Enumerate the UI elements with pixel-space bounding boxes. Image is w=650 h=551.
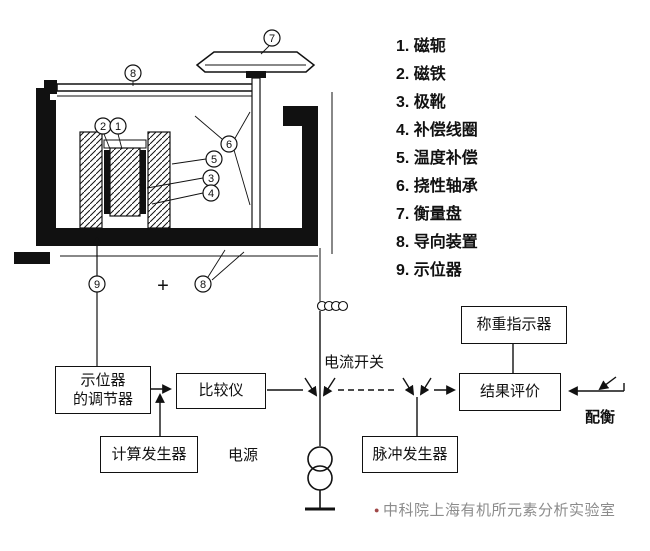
magnet-assembly: [79, 131, 171, 229]
coil-strip-left: [104, 150, 110, 214]
regulator-box: 示位器 的调节器: [55, 366, 151, 414]
right-bracket: [283, 106, 318, 228]
callout-1-number: 1: [115, 121, 121, 133]
callout-5-number: 5: [211, 154, 217, 166]
magnet-core: [109, 147, 141, 217]
result-evaluation-box: 结果评价: [459, 373, 561, 411]
callout-2: 2: [94, 117, 112, 135]
watermark-dot: ●: [374, 505, 380, 515]
switch2-left-contact: [402, 377, 415, 396]
plus-mark: +: [157, 275, 169, 297]
comparator-box: 比较仪: [176, 373, 266, 409]
pan-rod: [251, 77, 261, 231]
transformer-symbol: [305, 446, 335, 511]
guide-rod-top: [56, 83, 258, 92]
callout-7-number: 7: [269, 33, 275, 45]
legend-item-8: 8. 导向装置: [396, 234, 478, 251]
transformer-coil-bottom: [307, 465, 333, 491]
callouts-group: 7 8 2 1 6 5 3: [88, 29, 281, 293]
callout-8-top: 8: [124, 64, 142, 82]
coil-strip-right: [140, 150, 146, 214]
callout-4-number: 4: [208, 188, 214, 200]
callout-4: 4: [202, 184, 220, 202]
watermark: ●中科院上海有机所元素分析实验室: [374, 499, 615, 520]
callout-5: 5: [205, 150, 223, 168]
pulse-generator-box: 脉冲发生器: [362, 436, 458, 473]
magnet-yoke: [14, 88, 318, 264]
callout-1: 1: [109, 117, 127, 135]
callout-9-number: 9: [94, 279, 100, 291]
switch1-right-contact: [322, 377, 336, 397]
legend-item-9: 9. 示位器: [396, 262, 462, 279]
calc-generator-box: 计算发生器: [100, 436, 198, 473]
transformer-coil-top: [307, 446, 333, 472]
legend-item-7: 7. 衡量盘: [396, 206, 462, 223]
legend-item-4: 4. 补偿线圈: [396, 122, 478, 139]
callout-9: 9: [88, 275, 106, 293]
callout-8-bottom-number: 8: [200, 279, 206, 291]
callout-leader-lines: [103, 45, 270, 281]
coil-symbol: [316, 300, 349, 312]
counterweight-label: 配衡: [585, 409, 616, 426]
flow-lines: [151, 248, 625, 446]
callout-7: 7: [263, 29, 281, 47]
watermark-text: 中科院上海有机所元素分析实验室: [382, 502, 616, 519]
legend-item-1: 1. 磁轭: [396, 38, 446, 55]
power-label: 电源: [228, 447, 259, 464]
pot-wall-right: [147, 131, 171, 229]
legend-item-2: 2. 磁铁: [396, 66, 446, 83]
pan-stem: [246, 71, 266, 78]
calc-generator-label: 计算发生器: [111, 445, 187, 463]
legend-item-6: 6. 挠性轴承: [396, 178, 478, 195]
switch2-right-contact: [419, 377, 432, 396]
callout-6-number: 6: [226, 139, 232, 151]
comparator-label: 比较仪: [198, 382, 244, 400]
legend-item-3: 3. 极靴: [396, 94, 446, 111]
weighing-indicator-label: 称重指示器: [476, 316, 552, 334]
balance-mechanism: [14, 45, 333, 366]
legend: 1. 磁轭 2. 磁铁 3. 极靴 4. 补偿线圈 5. 温度补偿 6. 挠性轴…: [396, 33, 478, 285]
counterweight-switch-lever: [598, 376, 617, 391]
regulator-label-line1: 示位器: [80, 371, 126, 389]
callout-3-number: 3: [208, 173, 214, 185]
weighing-indicator-box: 称重指示器: [461, 306, 567, 344]
switch1-left-contact: [304, 377, 318, 397]
regulator-label-line2: 的调节器: [72, 391, 133, 408]
callout-6: 6: [220, 135, 238, 153]
callout-2-number: 2: [100, 121, 106, 133]
legend-item-5: 5. 温度补偿: [396, 150, 478, 167]
callout-3: 3: [202, 169, 220, 187]
pot-top-plate: [103, 139, 147, 149]
result-evaluation-label: 结果评价: [479, 383, 540, 401]
weighing-pan: [195, 51, 316, 73]
current-switch-label: 电流开关: [324, 354, 385, 371]
pulse-generator-label: 脉冲发生器: [372, 445, 448, 463]
callout-8-top-number: 8: [130, 68, 136, 80]
pot-wall-left: [79, 131, 103, 229]
callout-8-bottom: 8: [194, 275, 212, 293]
